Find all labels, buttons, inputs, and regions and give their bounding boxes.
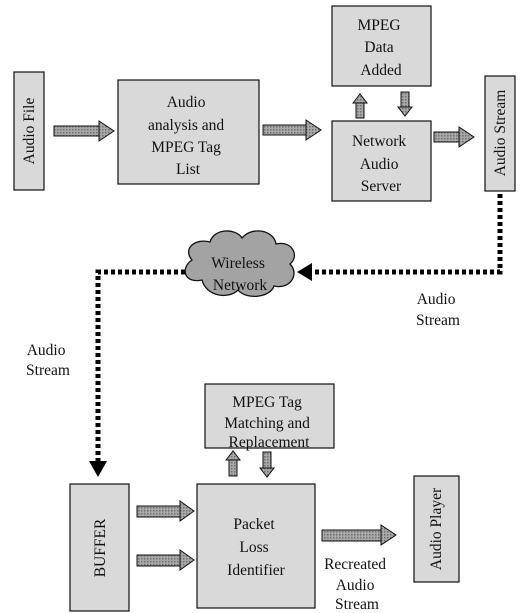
wireless-network-text: Wireless Network bbox=[211, 255, 268, 294]
arrow-buffer-to-identifier-1 bbox=[136, 500, 195, 522]
dotted-stream-to-cloud-head bbox=[297, 263, 312, 281]
arrow-tagmatch-to-identifier-down bbox=[258, 451, 276, 478]
arrow-buffer-to-identifier-2 bbox=[136, 549, 195, 571]
audio-player-text: Audio Player bbox=[428, 487, 445, 570]
tag-match-box bbox=[204, 383, 335, 449]
arrow-server-to-mpeg-up bbox=[351, 93, 369, 119]
dotted-stream-to-cloud bbox=[312, 194, 503, 275]
arrow-server-to-stream bbox=[433, 126, 475, 148]
dotted-cloud-to-buffer bbox=[95, 269, 185, 462]
audio-stream-label-right: Audio Stream bbox=[416, 291, 460, 329]
dotted-cloud-to-buffer-head bbox=[89, 461, 107, 477]
server-text: Network Audio Server bbox=[352, 133, 410, 195]
audio-file-box bbox=[13, 71, 45, 191]
mpeg-data-box bbox=[331, 5, 432, 87]
buffer-text: BUFFER bbox=[92, 518, 109, 577]
audio-stream-label-left: Audio Stream bbox=[26, 342, 70, 379]
audio-stream-top-box bbox=[484, 75, 516, 192]
mpeg-data-text: MPEG Data Added bbox=[358, 17, 405, 79]
arrow-identifier-to-tagmatch-up bbox=[224, 450, 242, 477]
tag-match-text: MPEG Tag Matching and Replacement bbox=[224, 394, 314, 451]
packet-loss-box bbox=[196, 483, 316, 609]
arrow-file-to-analysis bbox=[53, 120, 115, 142]
analysis-text: Audio analysis and MPEG Tag List bbox=[148, 94, 228, 178]
arrow-analysis-to-server bbox=[262, 119, 322, 141]
packet-loss-text: Packet Loss Identifier bbox=[227, 516, 286, 579]
wireless-network-cloud bbox=[184, 230, 295, 297]
audio-stream-top-text: Audio Stream bbox=[492, 90, 509, 177]
recreated-audio-stream-label: Recreated Audio Stream bbox=[324, 556, 390, 613]
server-box bbox=[331, 120, 432, 202]
audio-player-box bbox=[413, 475, 460, 583]
arrow-mpeg-to-server-down bbox=[396, 91, 414, 117]
buffer-box bbox=[69, 483, 130, 612]
analysis-box bbox=[117, 79, 260, 185]
audio-file-text: Audio File bbox=[21, 98, 38, 165]
arrow-identifier-to-player bbox=[321, 524, 397, 546]
